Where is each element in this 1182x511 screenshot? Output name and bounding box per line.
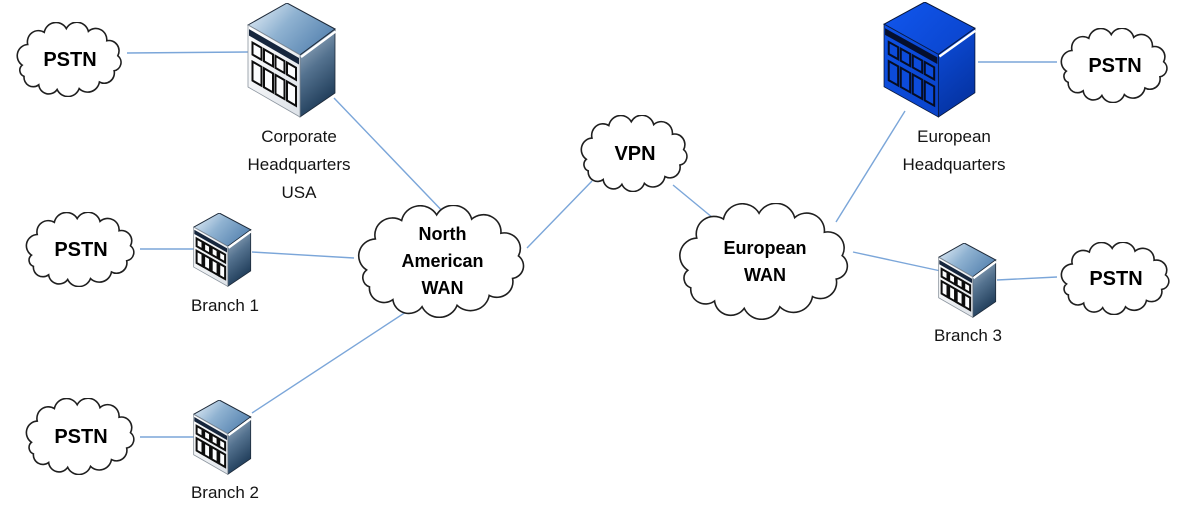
cloud-pstn-top-left: PSTN	[13, 22, 127, 97]
cloud-pstn-mid-right: PSTN	[1057, 242, 1175, 315]
cloud-vpn: VPN	[577, 115, 693, 192]
building-branch-2	[193, 400, 252, 475]
cloud-label: PSTN	[1089, 267, 1143, 290]
connector-branch-2-na-wan	[251, 307, 413, 414]
branch-2-label: Branch 2	[190, 483, 260, 502]
connector-european-wan-european-hq	[835, 110, 906, 223]
building-branch-3	[938, 243, 997, 318]
connector-branch-3-pstn-mid-right	[996, 276, 1058, 281]
office-building-icon	[938, 243, 997, 318]
branch-1-label: Branch 1	[190, 296, 260, 315]
branch-3-label: Branch 3	[933, 326, 1003, 345]
building-corporate-hq	[247, 3, 337, 118]
office-building-icon	[193, 400, 252, 475]
connector-vpn-european-wan	[672, 184, 714, 219]
cloud-label: European WAN	[723, 237, 807, 285]
cloud-pstn-bottom-left: PSTN	[22, 398, 140, 475]
cloud-label: PSTN	[54, 425, 108, 448]
cloud-pstn-top-right: PSTN	[1057, 28, 1173, 103]
building-branch-1	[193, 213, 252, 287]
corporate-hq-label: Corporate Headquarters USA	[247, 127, 351, 202]
connector-branch-1-na-wan	[251, 251, 355, 259]
cloud-label: PSTN	[54, 238, 108, 261]
cloud-label: PSTN	[43, 48, 97, 71]
connector-na-wan-vpn	[526, 180, 593, 249]
connector-corporate-hq-na-wan	[333, 97, 449, 218]
connector-european-wan-branch-3	[852, 251, 951, 274]
cloud-european-wan: European WAN	[673, 203, 857, 320]
european-hq-label: European Headquarters	[902, 127, 1006, 174]
office-building-icon	[193, 213, 252, 287]
office-building-icon	[883, 2, 977, 118]
cloud-label: VPN	[614, 142, 656, 165]
cloud-pstn-mid-left: PSTN	[22, 212, 140, 287]
cloud-label: North American WAN	[401, 224, 484, 298]
office-building-icon	[247, 3, 337, 118]
cloud-label: PSTN	[1088, 54, 1142, 77]
cloud-north-american-wan: North American WAN	[352, 205, 533, 318]
building-european-hq	[883, 2, 977, 118]
connector-pstn-top-left-corporate-hq	[126, 51, 249, 54]
